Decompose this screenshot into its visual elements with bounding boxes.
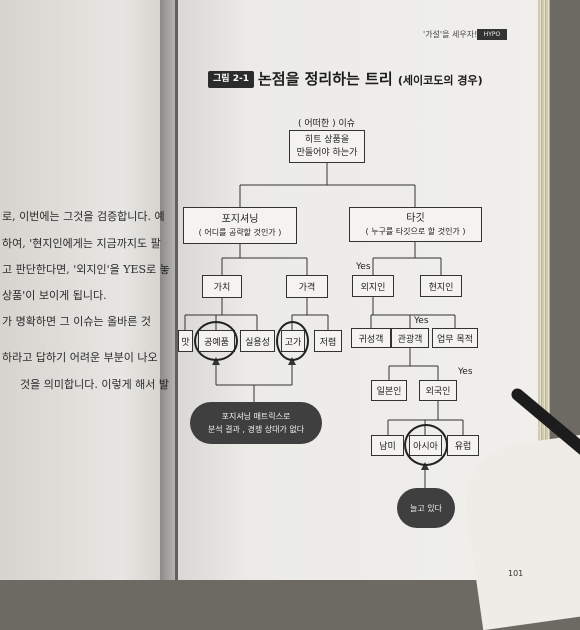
node-title: 포지셔닝: [221, 213, 259, 225]
left-page-line: 하여, '현지인에게는 지금까지도 팔: [2, 237, 161, 250]
left-page-line: 고 판단한다면, '외지인'을 YES로 놓: [2, 263, 170, 276]
node-low-price: 저렴: [314, 330, 342, 352]
highlight-circle: [194, 321, 238, 361]
root-line: 히트 상품을: [304, 134, 350, 145]
left-page-line: 것을 의미합니다. 이렇게 해서 발: [20, 378, 170, 391]
running-header: '가설'을 세우자!: [423, 30, 478, 39]
callout-line: 늘고 있다: [410, 503, 442, 513]
chapter-tab: HYPO: [477, 29, 507, 40]
node-europe: 유럽: [447, 435, 479, 456]
node-title: 타깃: [406, 212, 425, 224]
figure-title-text: 논점을 정리하는 트리: [258, 70, 393, 88]
node-price: 가격: [286, 275, 328, 298]
issue-label: ( 어떠한 ) 이슈: [298, 119, 356, 129]
node-target: 타깃 ( 누구를 타깃으로 할 것인가 ): [349, 207, 482, 242]
highlight-circle: [276, 321, 309, 361]
highlight-circle: [404, 424, 448, 466]
node-homecomer: 귀성객: [351, 328, 391, 348]
target-callout: 늘고 있다: [397, 488, 455, 528]
root-node: 히트 상품을 만들어야 하는가: [289, 130, 365, 163]
node-positioning: 포지셔닝 ( 어디를 공략할 것인가 ): [183, 207, 297, 244]
node-value: 가치: [202, 275, 242, 298]
node-taste: 맛: [178, 330, 193, 352]
node-business: 업무 목적: [432, 328, 478, 348]
left-page: 로, 이번에는 그것을 검증합니다. 예 하여, '현지인에게는 지금까지도 팔…: [0, 0, 175, 580]
callout-line: 포지셔닝 매트릭스로: [221, 412, 291, 421]
node-japanese: 일본인: [371, 380, 407, 401]
node-south-america: 남미: [371, 435, 404, 456]
yes-label: Yes: [356, 262, 371, 272]
figure-subtitle: (세이코도의 경우): [397, 74, 483, 87]
positioning-callout: 포지셔닝 매트릭스로 분석 결과 , 경쟁 상대가 없다: [190, 402, 322, 444]
figure-badge: 그림 2-1: [208, 71, 254, 88]
yes-label: Yes: [458, 367, 473, 377]
left-page-line: 하라고 답하기 어려운 부분이 나오: [2, 351, 158, 364]
figure-title: 논점을 정리하는 트리 (세이코도의 경우): [258, 68, 483, 89]
node-local: 현지인: [420, 275, 462, 297]
node-subtitle: ( 어디를 공략할 것인가 ): [198, 227, 282, 237]
root-line: 만들어야 하는가: [296, 147, 358, 158]
node-utility: 실용성: [240, 330, 275, 352]
page-number: 101: [508, 569, 524, 578]
left-page-line: 가 명확하면 그 이슈는 올바른 것: [2, 315, 152, 328]
page-edges: [538, 0, 550, 580]
left-page-line: 로, 이번에는 그것을 검증합니다. 예: [2, 210, 165, 223]
yes-label: Yes: [414, 316, 429, 326]
tree-connectors: [184, 163, 464, 488]
node-foreigner: 외국인: [419, 380, 457, 401]
node-outsider: 외지인: [352, 275, 394, 297]
left-page-line: 상품'이 보이게 됩니다.: [2, 289, 107, 302]
node-tourist: 관광객: [391, 328, 429, 348]
callout-line: 분석 결과 , 경쟁 상대가 없다: [207, 425, 305, 434]
node-subtitle: ( 누구를 타깃으로 할 것인가 ): [365, 226, 466, 236]
